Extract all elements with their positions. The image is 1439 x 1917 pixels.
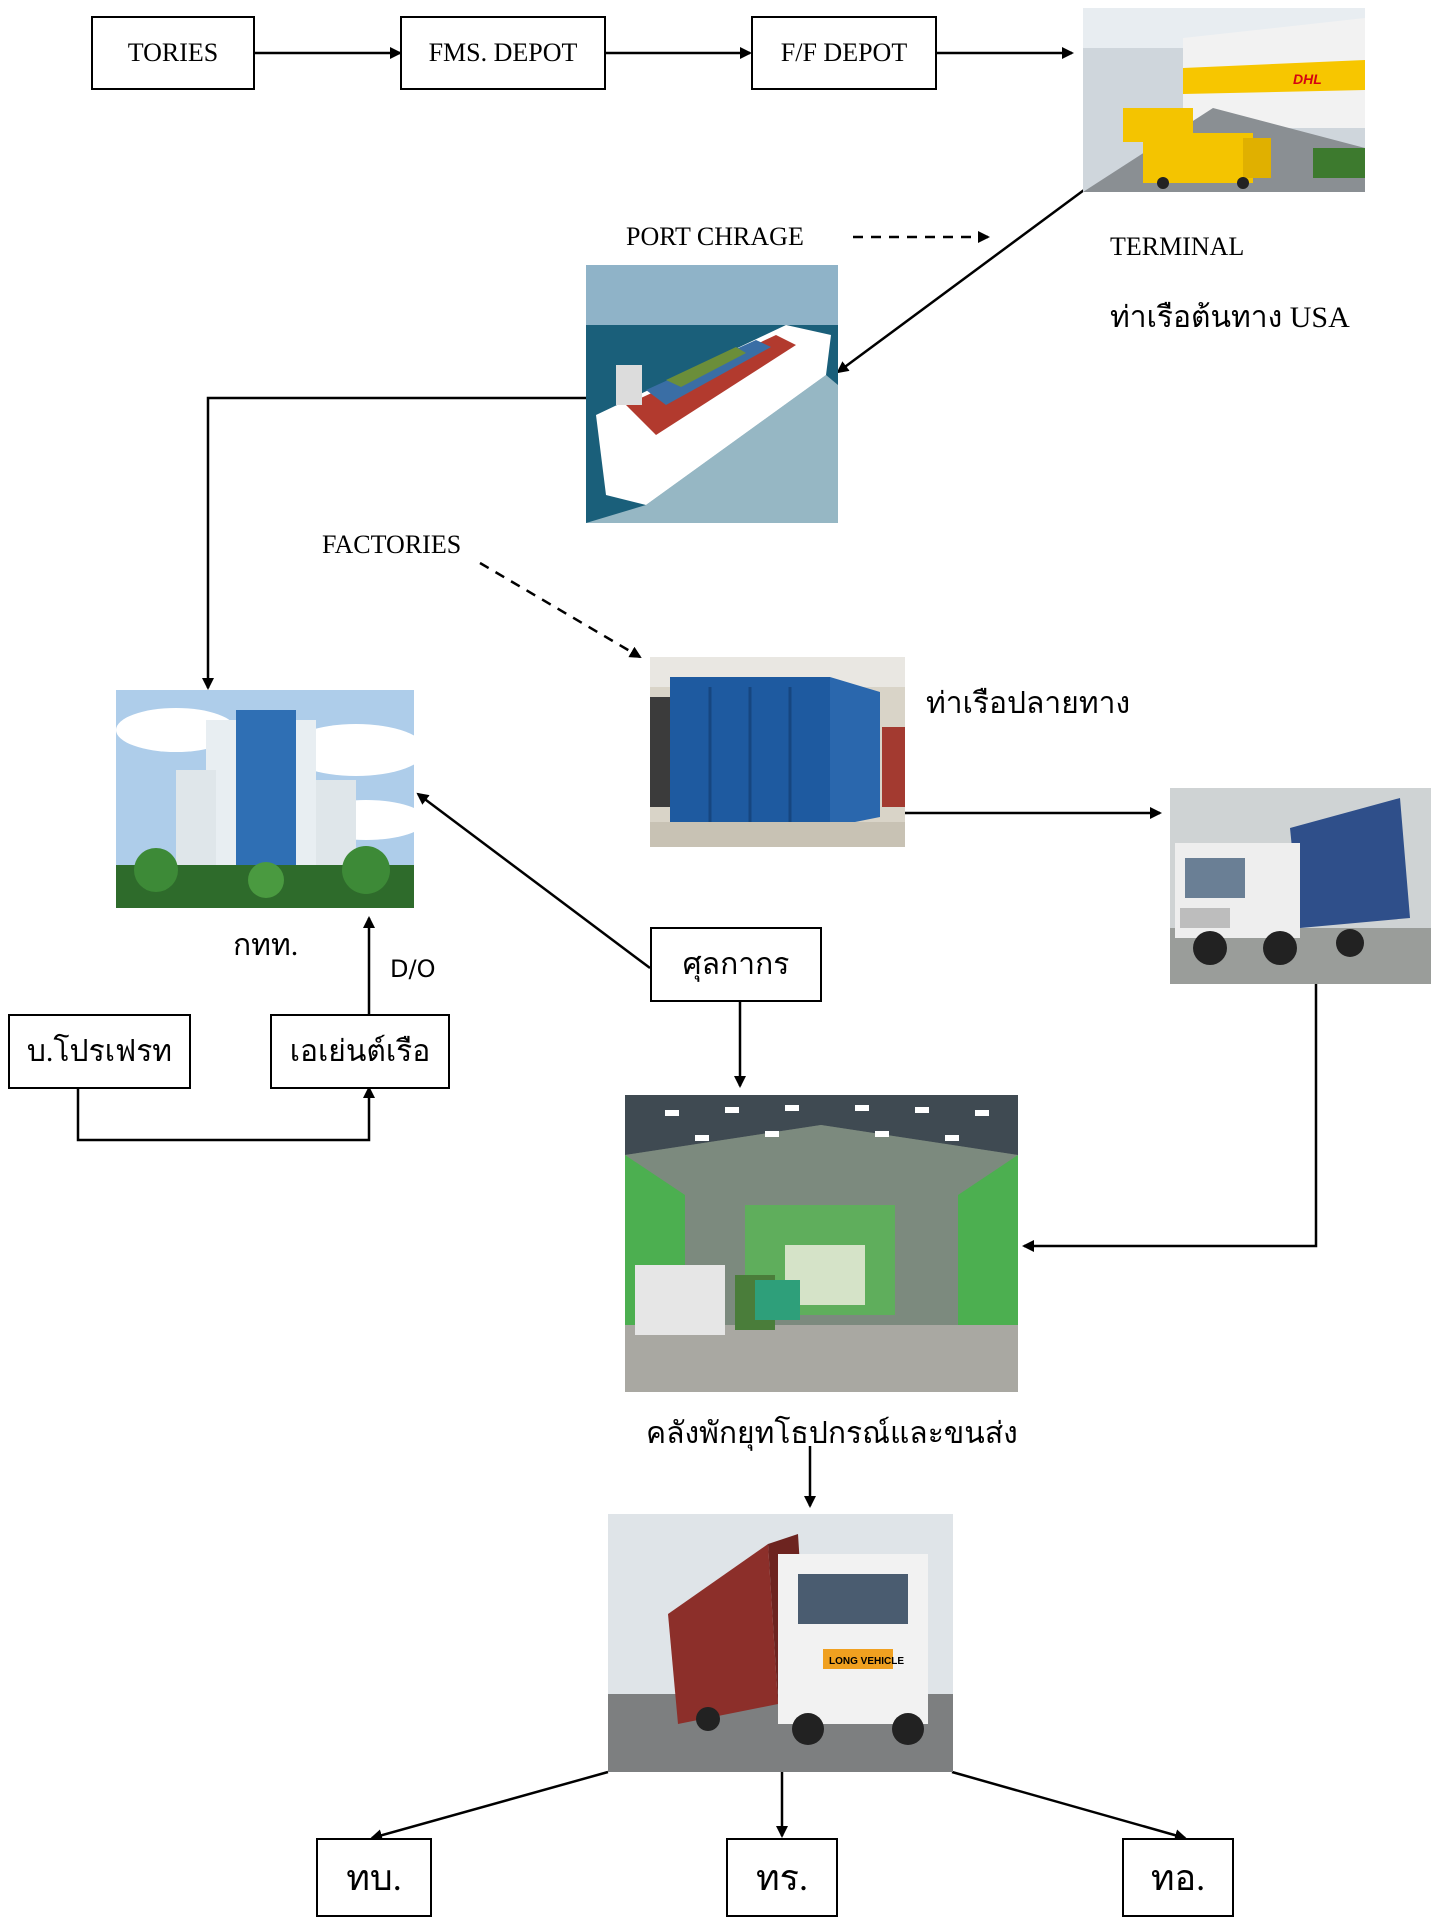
- arrow-truck-to-warehouse: [1022, 983, 1318, 1252]
- arrow-terminal-to-ship: [836, 188, 1085, 374]
- fms-depot-box: FMS. DEPOT: [400, 16, 606, 90]
- arrow-factories-dashed: [479, 561, 642, 659]
- airforce-label: ทอ.: [1150, 1858, 1206, 1898]
- terminal-photo: DHL: [1083, 8, 1365, 192]
- army-label: ทบ.: [346, 1858, 402, 1898]
- tories-label: TORIES: [127, 38, 219, 67]
- hq-building-photo: [116, 690, 414, 908]
- proffret-label: บ.โปรเฟรท: [26, 1035, 173, 1068]
- warehouse-label: คลังพักยุทโธปกรณ์และขนส่ง: [646, 1417, 1018, 1450]
- proffret-box: บ.โปรเฟรท: [8, 1014, 191, 1089]
- arrow-customs-to-hq: [416, 792, 651, 969]
- truck-photo-bottom: LONG VEHICLE: [608, 1514, 953, 1772]
- warehouse-photo: [625, 1095, 1018, 1392]
- arrow-proffret-to-agent: [76, 1086, 375, 1142]
- destination-container-photo: [650, 657, 905, 847]
- destination-port-label: ท่าเรือปลายทาง: [926, 687, 1131, 720]
- long-vehicle-sign: LONG VEHICLE: [829, 1656, 904, 1667]
- airforce-box: ทอ.: [1122, 1838, 1234, 1917]
- arrow-truck-to-airforce: [951, 1770, 1187, 1842]
- dhl-logo: DHL: [1293, 71, 1322, 87]
- navy-label: ทร.: [755, 1858, 809, 1898]
- ship-agent-box: เอเย่นต์เรือ: [270, 1014, 450, 1089]
- army-box: ทบ.: [316, 1838, 432, 1917]
- factories-label: FACTORIES: [322, 530, 462, 559]
- hq-label: กทท.: [233, 929, 299, 962]
- fms-depot-label: FMS. DEPOT: [428, 38, 578, 67]
- arrow-truck-to-army: [370, 1770, 609, 1842]
- ff-depot-label: F/F DEPOT: [780, 38, 908, 67]
- origin-port-label: ท่าเรือต้นทาง USA: [1110, 301, 1350, 334]
- ship-agent-label: เอเย่นต์เรือ: [289, 1035, 431, 1068]
- container-ship-photo: [586, 265, 838, 523]
- navy-box: ทร.: [726, 1838, 838, 1917]
- ff-depot-box: F/F DEPOT: [751, 16, 937, 90]
- tories-box: TORIES: [91, 16, 255, 90]
- terminal-label: TERMINAL: [1110, 232, 1245, 261]
- arrow-ship-to-hq: [202, 396, 586, 690]
- customs-label: ศุลกากร: [682, 948, 790, 981]
- customs-box: ศุลกากร: [650, 927, 822, 1002]
- do-label: D/O: [390, 955, 436, 983]
- port-charge-label: PORT CHRAGE: [626, 222, 804, 251]
- truck-photo-right: [1170, 788, 1431, 984]
